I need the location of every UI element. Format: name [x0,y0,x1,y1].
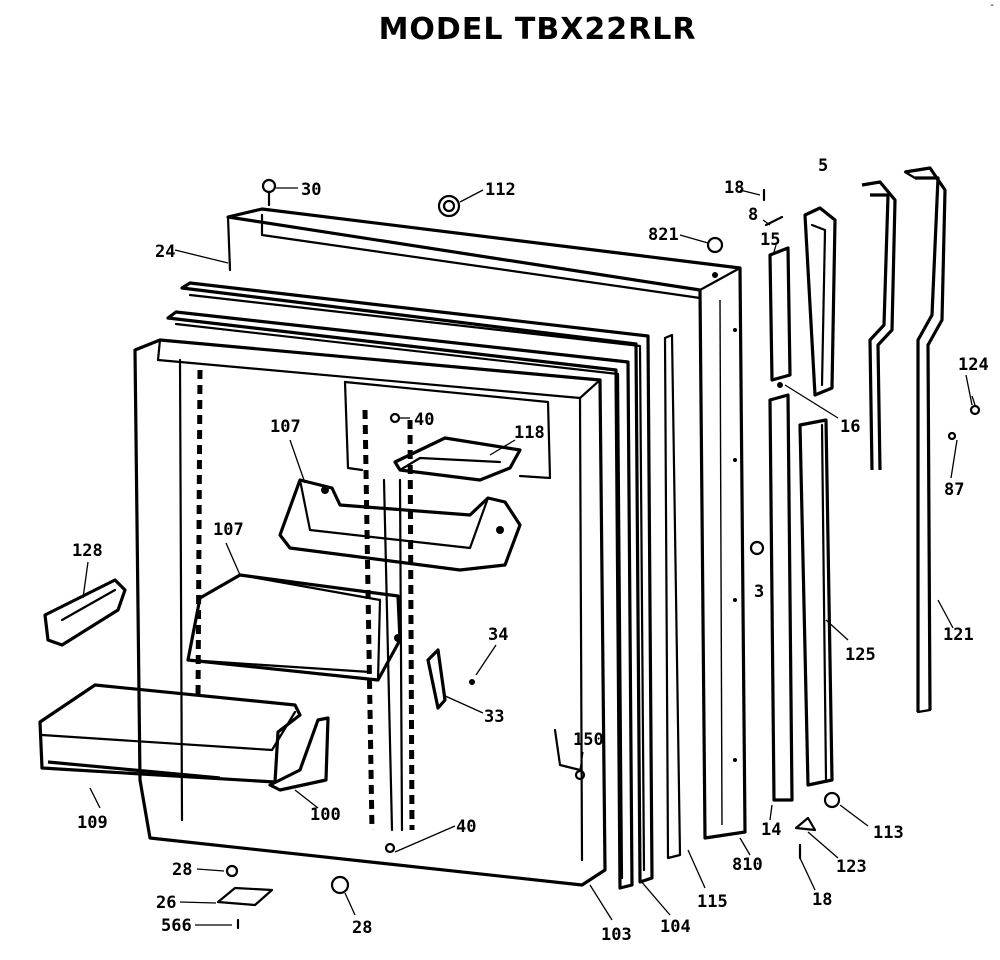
model-title: MODEL TBX22RLR [378,12,697,47]
door-gasket [166,281,682,890]
label-3: 3 [754,582,764,602]
door-strip-125 [798,418,834,787]
label-28-left: 28 [172,860,192,880]
label-100: 100 [310,805,341,825]
part-labels: 30 112 18 5 8 821 15 24 16 124 87 107 11… [72,156,989,945]
label-8: 8 [748,205,758,225]
label-14: 14 [761,820,781,840]
outer-door-panel [226,207,747,840]
hinge-cover-strip [768,246,794,802]
label-810: 810 [732,855,763,875]
label-104: 104 [660,917,691,937]
label-18-top: 18 [724,178,744,198]
label-124: 124 [958,355,989,375]
label-33: 33 [484,707,504,727]
label-113: 113 [873,823,904,843]
upper-door-shelf [278,478,522,572]
label-28-bottom: 28 [352,918,372,938]
label-109: 109 [77,813,108,833]
label-103: 103 [601,925,632,945]
door-handle-121 [861,166,947,714]
label-821: 821 [648,225,679,245]
small-bin [393,436,522,482]
door-tray [38,683,302,784]
top-hinge-5 [803,206,837,397]
label-123: 123 [836,857,867,877]
label-115: 115 [697,892,728,912]
label-15: 15 [760,230,780,250]
label-40-upper: 40 [414,410,434,430]
bin-128 [43,578,127,647]
label-150: 150 [573,730,604,750]
hardware-parts [216,178,981,930]
label-40-lower: 40 [456,817,476,837]
leader-lines [82,187,976,926]
label-34: 34 [488,625,508,645]
shelf-stop [426,648,475,710]
label-128: 128 [72,541,103,561]
label-566: 566 [161,916,192,936]
label-87: 87 [944,480,964,500]
label-112: 112 [485,180,516,200]
corner-mark: - [990,0,994,11]
label-16: 16 [840,417,860,437]
shelf-bracket-100 [268,716,330,792]
label-125: 125 [845,645,876,665]
label-121: 121 [943,625,974,645]
label-24: 24 [155,242,175,262]
label-118: 118 [514,423,545,443]
inner-door-liner [133,338,607,887]
label-107-upper: 107 [270,417,301,437]
label-18-bottom: 18 [812,890,832,910]
dairy-compartment-cover [186,573,402,682]
label-30: 30 [301,180,321,200]
label-26: 26 [156,893,176,913]
label-5: 5 [818,156,828,176]
label-107-lower: 107 [213,520,244,540]
